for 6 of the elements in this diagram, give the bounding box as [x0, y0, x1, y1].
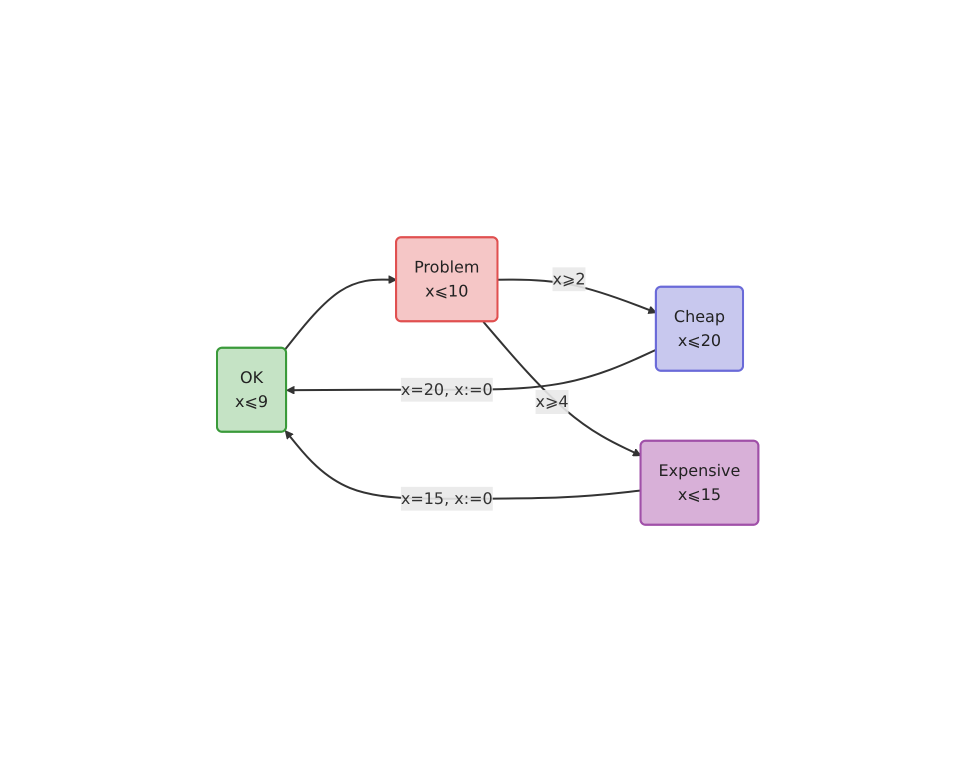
edge-label: x⩾2 [552, 269, 586, 288]
edge-label: x=20, x:=0 [401, 380, 494, 399]
edge-label: x=15, x:=0 [401, 488, 494, 508]
edge-label: x⩾4 [536, 392, 569, 411]
arrow [284, 275, 398, 350]
arrow [482, 321, 642, 456]
